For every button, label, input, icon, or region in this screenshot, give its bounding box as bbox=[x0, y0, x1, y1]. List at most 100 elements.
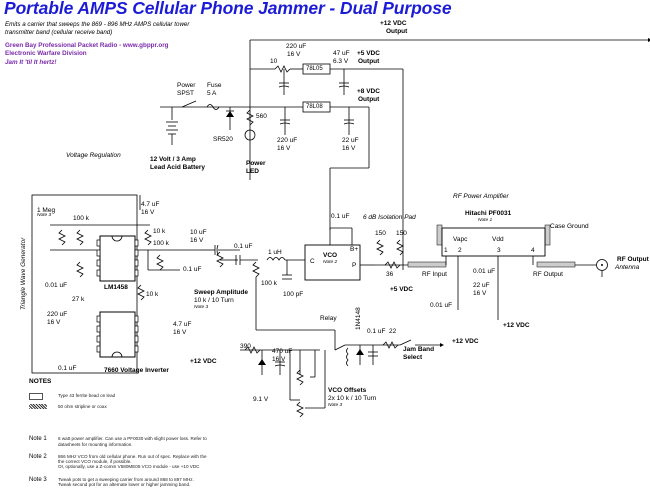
label-c001-amp-a: 0.01 uF bbox=[473, 268, 496, 275]
label-switch-b: SPST bbox=[177, 90, 194, 97]
label-r100k-a: 100 k bbox=[73, 215, 89, 222]
label-jam-band: Jam Band bbox=[403, 346, 435, 353]
label-c220-inv-a: 220 uF bbox=[47, 311, 68, 318]
label-c47-inv-a: 4.7 uF bbox=[173, 321, 192, 328]
amp-pin-2: 2 bbox=[458, 247, 462, 254]
label-12vdc-jam: +12 VDC bbox=[452, 338, 479, 345]
section-triangle-wave: Triangle Wave Generator bbox=[20, 237, 27, 310]
label-isolation-pad: 6 dB Isolation Pad bbox=[363, 214, 416, 221]
label-jam-select: Select bbox=[403, 354, 423, 361]
label-c001-amp-b: 0.01 uF bbox=[430, 302, 453, 309]
label-battery-b: Lead Acid Battery bbox=[150, 164, 206, 171]
regulator-78l08: 78L08 bbox=[306, 104, 323, 110]
note-3-label: Note 3 bbox=[29, 477, 47, 483]
label-c47-a: 4.7 uF bbox=[141, 201, 160, 208]
label-7660-inverter: 7660 Voltage Inverter bbox=[104, 367, 169, 374]
label-5vdc-amp: +5 VDC bbox=[390, 286, 413, 293]
label-c47-inv-b: 16 V bbox=[173, 329, 187, 336]
label-l1: 1 uH bbox=[268, 249, 282, 256]
label-c10-b: 16 V bbox=[190, 237, 204, 244]
ic-lm1458: LM1458 bbox=[104, 284, 128, 291]
label-5v-output-b: Output bbox=[358, 58, 380, 65]
label-c220-inv-b: 16 V bbox=[47, 319, 61, 326]
vco-name: VCO bbox=[323, 252, 338, 259]
notes-heading: NOTES bbox=[29, 378, 52, 385]
label-r150-a: 150 bbox=[375, 230, 386, 237]
vco-note: Note 2 bbox=[323, 260, 338, 265]
label-c470-b: 16 V bbox=[272, 356, 286, 363]
label-r10k-b: 10 k bbox=[146, 291, 159, 298]
label-c220-c: 220 uF bbox=[277, 137, 298, 144]
note-1-line-1: 6 watt power amplifier. Can use a PF0030… bbox=[58, 436, 207, 441]
label-c22-amp-a: 22 uF bbox=[473, 282, 490, 289]
note-1-label: Note 1 bbox=[29, 436, 47, 442]
label-c001: 0.01 uF bbox=[45, 282, 68, 289]
label-r560: 560 bbox=[256, 113, 267, 120]
label-pot-1meg: 1 Meg bbox=[37, 207, 56, 214]
label-antenna: Antenna bbox=[615, 264, 640, 271]
note-1-line-2: datasheets for mounting information. bbox=[58, 442, 133, 447]
label-r10: 10 bbox=[270, 58, 278, 65]
label-c01-vco: 0.1 uF bbox=[331, 213, 350, 220]
label-r10k-a: 10 k bbox=[153, 228, 166, 235]
note-2-line-2: the correct VCO module, if possible. bbox=[58, 459, 132, 464]
amp-vapc: Vapc bbox=[453, 236, 468, 243]
note-2-line-3: Or, optionally, use a Z-comm V580ME05 VC… bbox=[58, 464, 200, 469]
description-line-1: Emits a carrier that sweeps the 869 - 89… bbox=[5, 21, 190, 28]
label-r100k-b: 100 k bbox=[153, 240, 169, 247]
label-c01-inv: 0.1 uF bbox=[58, 365, 77, 372]
amp-vdd: Vdd bbox=[492, 236, 504, 243]
label-c01-relay: 0.1 uF bbox=[367, 328, 386, 335]
label-r22: 22 bbox=[389, 328, 397, 335]
amp-note: Note 1 bbox=[478, 218, 493, 223]
label-rf-input: RF Input bbox=[422, 271, 447, 278]
label-c10-a: 10 uF bbox=[190, 229, 207, 236]
label-r36: 36 bbox=[386, 271, 394, 278]
org-name: Green Bay Professional Packet Radio - ww… bbox=[5, 42, 169, 49]
label-sweep-note: Note 3 bbox=[194, 305, 209, 310]
label-c220-a: 220 uF bbox=[286, 43, 307, 50]
label-fuse-b: 5 A bbox=[207, 90, 217, 97]
label-c01-triangle: 0.1 uF bbox=[183, 266, 202, 273]
vco-pin-bplus: B+ bbox=[350, 246, 359, 253]
label-c100p: 100 pF bbox=[283, 291, 304, 298]
label-led-a: Power bbox=[246, 160, 266, 167]
legend-ferrite: Type 43 ferrite bead on lead bbox=[58, 393, 116, 398]
label-case-ground: Case Ground bbox=[550, 223, 589, 230]
amp-pin-4: 4 bbox=[531, 247, 535, 254]
label-12vdc-offset: +12 VDC bbox=[190, 358, 217, 365]
regulator-78l05: 78L05 bbox=[306, 66, 323, 72]
label-1n4148: 1N4148 bbox=[355, 307, 362, 330]
label-c22-amp-b: 16 V bbox=[473, 290, 487, 297]
label-sweep-value: 10 k / 10 Turn bbox=[194, 297, 234, 304]
section-voltage-regulation: Voltage Regulation bbox=[66, 152, 121, 159]
note-3-line-2: Tweak second pot for an alternate lower … bbox=[58, 482, 191, 487]
label-r390: 390 bbox=[240, 343, 251, 350]
vco-pin-p: P bbox=[352, 262, 357, 269]
stripline-icon bbox=[29, 404, 47, 409]
description-line-2: transmitter band (cellular receive band) bbox=[5, 29, 113, 36]
note-2-label: Note 2 bbox=[29, 454, 47, 460]
label-12vdc-amp: +12 VDC bbox=[503, 322, 530, 329]
label-vco-offsets-note: Note 3 bbox=[328, 403, 343, 408]
amp-pin-3: 3 bbox=[497, 247, 501, 254]
label-r27k: 27 k bbox=[72, 296, 85, 303]
label-c22-b: 16 V bbox=[342, 145, 356, 152]
ferrite-bead-icon bbox=[29, 393, 43, 400]
label-relay: Relay bbox=[320, 315, 337, 322]
page-title: Portable AMPS Cellular Phone Jammer - Du… bbox=[4, 0, 452, 18]
legend-stripline: 50 ohm stripline or coax bbox=[58, 404, 107, 409]
label-diode-sr520: SR520 bbox=[213, 136, 233, 143]
label-led-b: LED bbox=[246, 168, 259, 175]
note-3-line-1: Tweak pots to get a sweeping carrier fro… bbox=[58, 477, 194, 482]
section-rf-amp: RF Power Amplifier bbox=[453, 193, 509, 200]
label-8v-output: +8 VDC bbox=[357, 88, 380, 95]
label-c47-a: 47 uF bbox=[333, 50, 350, 57]
label-battery-a: 12 Volt / 3 Amp bbox=[150, 156, 196, 163]
label-8v-output-b: Output bbox=[358, 96, 380, 103]
label-12v-output-b: Output bbox=[386, 28, 408, 35]
amp-pin-1: 1 bbox=[444, 247, 448, 254]
amp-name: Hitachi PF0031 bbox=[465, 210, 512, 217]
label-switch-a: Power bbox=[177, 82, 196, 89]
